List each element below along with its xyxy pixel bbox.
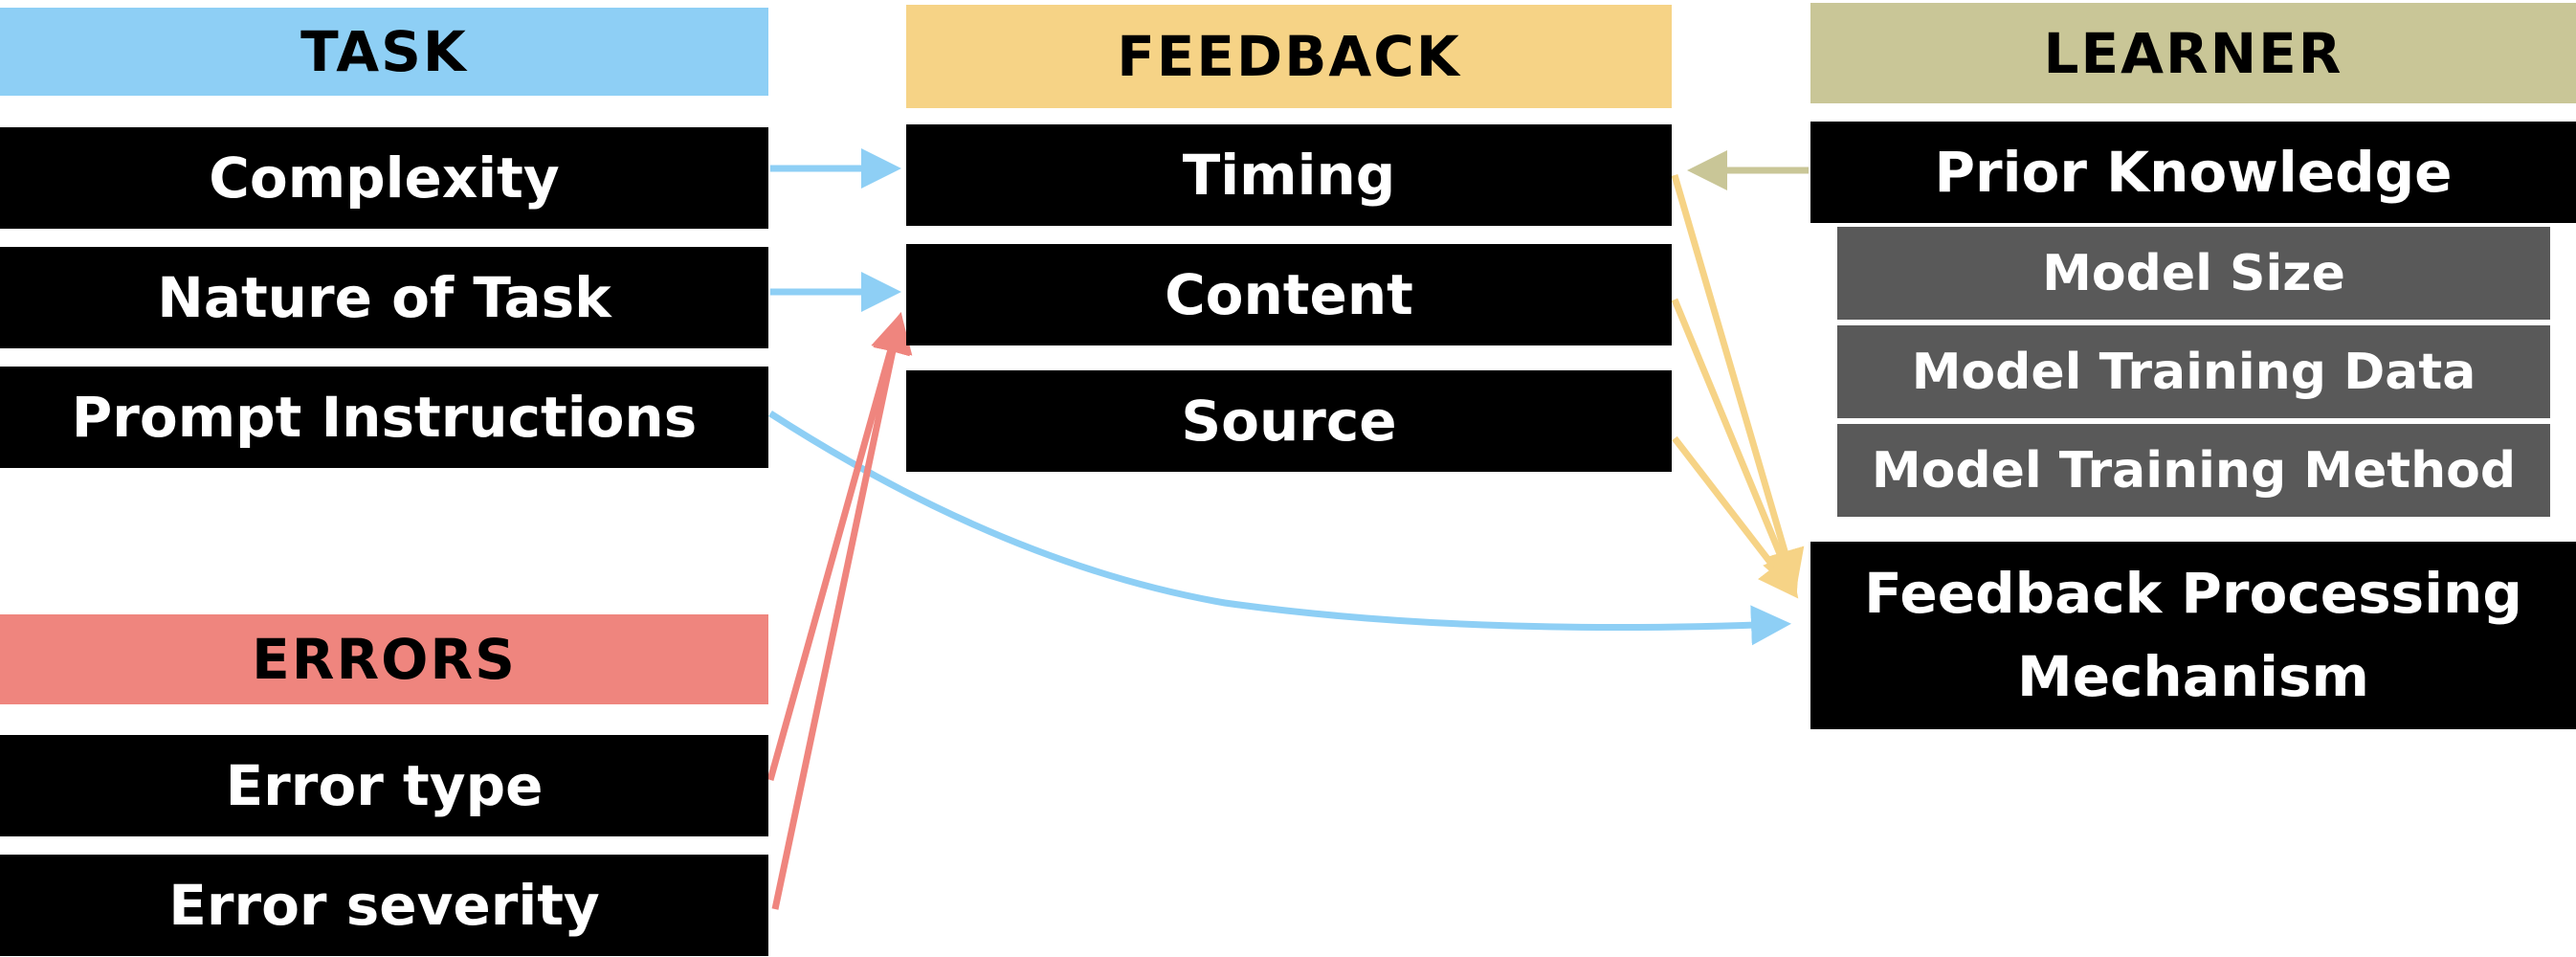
errors-item-error-type: Error type	[0, 735, 768, 836]
arrow-error-type-to-content	[766, 312, 910, 781]
arrow-prompt-to-processing	[768, 411, 1791, 646]
learner-model-size: Model Size	[1837, 227, 2550, 320]
errors-item-error-severity: Error severity	[0, 855, 768, 956]
arrow-source-to-processing	[1672, 435, 1799, 599]
feedback-header: FEEDBACK	[906, 5, 1672, 108]
task-item-complexity: Complexity	[0, 127, 768, 229]
task-header: TASK	[0, 8, 768, 96]
feedback-item-timing: Timing	[906, 124, 1672, 226]
arrow-content-to-processing	[1671, 298, 1801, 595]
learner-model-training-data: Model Training Data	[1837, 325, 2550, 418]
learner-prior-knowledge: Prior Knowledge	[1810, 122, 2576, 223]
learner-header: LEARNER	[1810, 3, 2576, 103]
arrow-error-severity-to-content	[771, 312, 913, 910]
feedback-item-content: Content	[906, 244, 1672, 345]
learner-model-training-method: Model Training Method	[1837, 424, 2550, 517]
learner-feedback-processing-mechanism: Feedback Processing Mechanism	[1810, 542, 2576, 729]
processing-line-1: Feedback Processing	[1864, 561, 2522, 626]
task-item-prompt-instructions: Prompt Instructions	[0, 367, 768, 468]
processing-line-2: Mechanism	[2017, 644, 2369, 709]
errors-header: ERRORS	[0, 614, 768, 704]
feedback-item-source: Source	[906, 370, 1672, 472]
arrow-timing-to-processing	[1671, 174, 1805, 590]
task-item-nature-of-task: Nature of Task	[0, 247, 768, 348]
